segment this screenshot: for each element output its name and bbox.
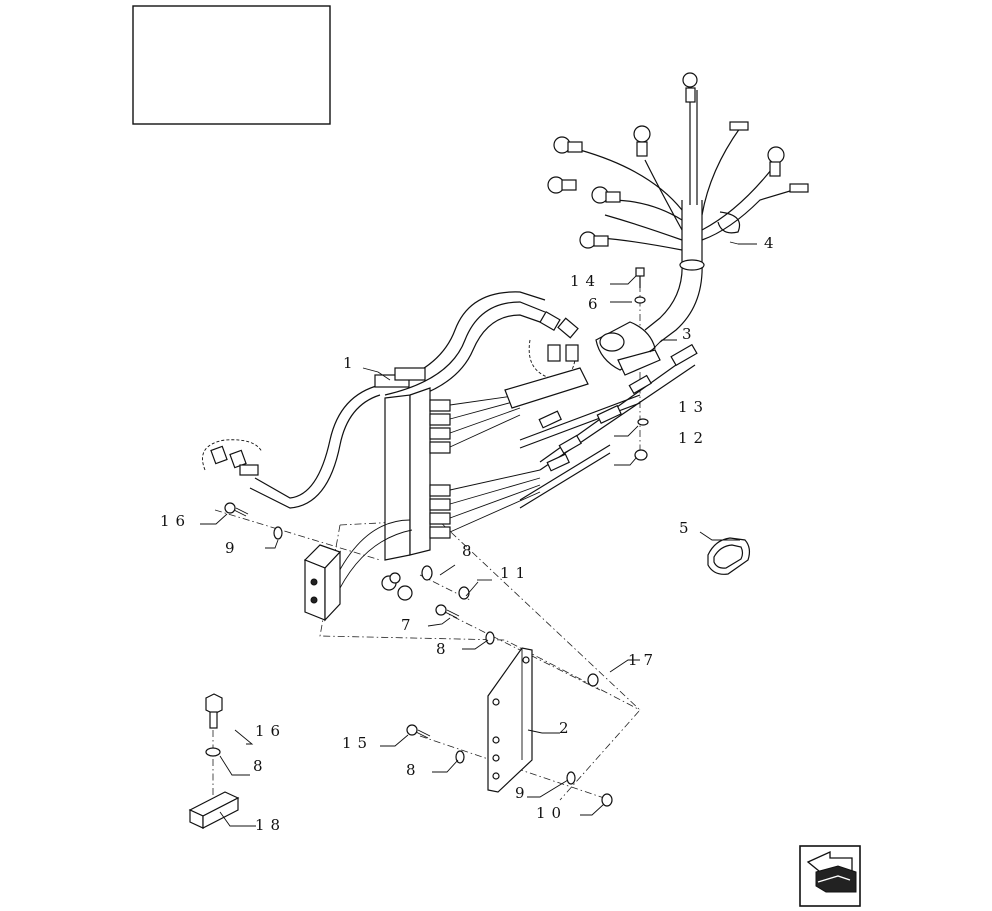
mounting-plate (487, 647, 533, 793)
label-17: 17 (628, 651, 659, 669)
label-8-bolt: 8 (253, 757, 269, 775)
label-5: 5 (679, 519, 695, 537)
label-16-lower: 16 (255, 722, 286, 740)
hose-clamp (595, 321, 661, 376)
label-9-upper: 9 (225, 539, 241, 557)
label-2: 2 (559, 719, 575, 737)
grommet (707, 537, 751, 575)
label-8-mid: 8 (436, 640, 452, 658)
back-arrow-icon[interactable] (799, 845, 861, 907)
label-8-valve: 8 (462, 542, 478, 560)
label-11: 11 (500, 564, 531, 582)
label-13: 13 (678, 398, 709, 416)
callout-labels: 1 2 3 4 5 6 7 8 8 8 8 9 9 10 11 12 13 14… (160, 234, 780, 834)
valve-assembly (202, 291, 698, 601)
label-9-lower: 9 (515, 784, 531, 802)
label-12: 12 (678, 429, 709, 447)
label-7: 7 (401, 616, 417, 634)
mounting-block (303, 544, 342, 622)
label-4: 4 (764, 234, 780, 252)
leader-lines (200, 241, 757, 827)
label-1: 1 (343, 354, 359, 372)
label-18: 18 (255, 816, 286, 834)
label-16-upper: 16 (160, 512, 191, 530)
label-3: 3 (682, 325, 698, 343)
hose-harness (547, 72, 809, 343)
label-14: 14 (570, 272, 601, 290)
label-10: 10 (536, 804, 567, 822)
label-6: 6 (588, 295, 604, 313)
title-block (132, 5, 331, 125)
label-8-lower: 8 (406, 761, 422, 779)
label-15: 15 (342, 734, 373, 752)
fasteners (188, 267, 649, 829)
